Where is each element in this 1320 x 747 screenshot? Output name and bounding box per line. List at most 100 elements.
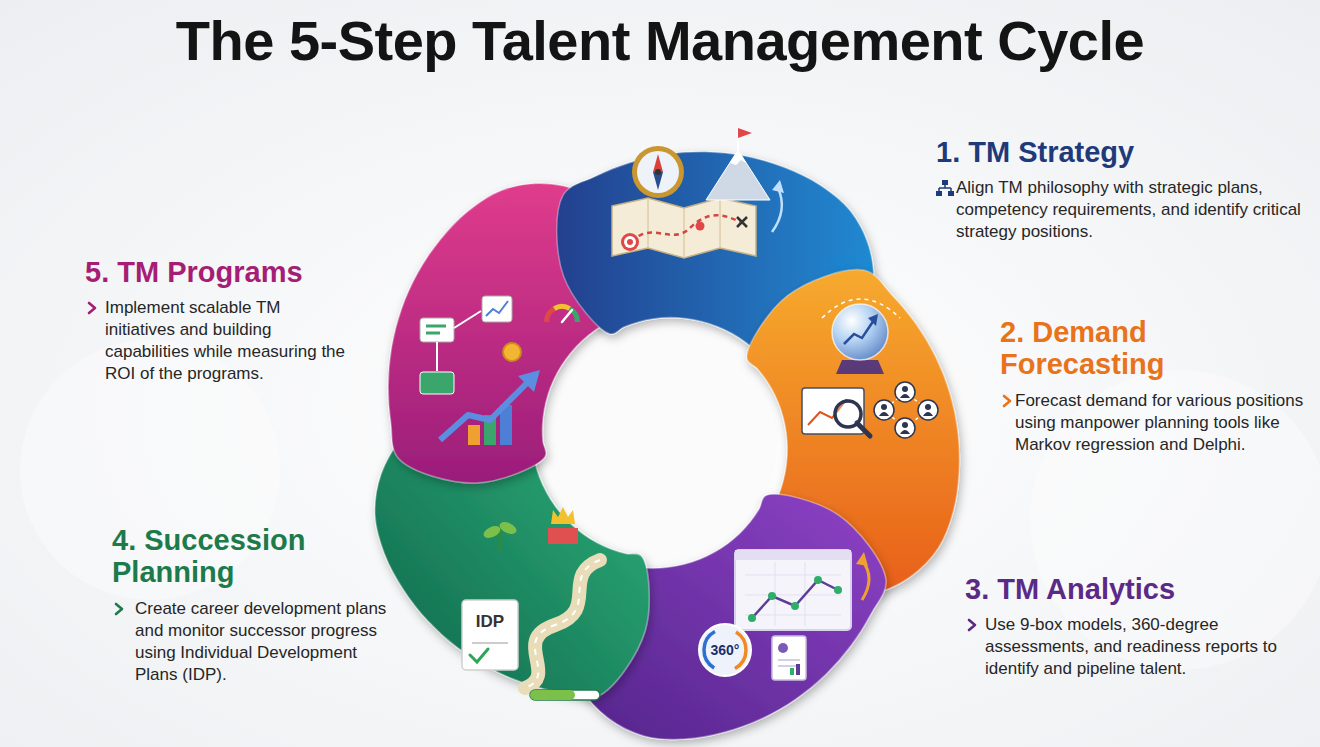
person-body	[879, 412, 889, 416]
gauge-needle	[562, 310, 572, 322]
step-block: 5. TM ProgramsImplement scalable TM init…	[85, 256, 353, 385]
flag	[738, 128, 752, 138]
crystal-ball	[832, 304, 888, 360]
chart-dot	[834, 586, 842, 594]
compass-face	[637, 151, 679, 193]
step-description: Create career development plans and moni…	[135, 598, 387, 686]
target	[627, 239, 633, 245]
monitor-bar	[735, 550, 851, 560]
org-box	[936, 191, 942, 196]
map	[612, 198, 756, 258]
check-mark	[470, 649, 488, 662]
flow-arrow	[436, 342, 438, 371]
mini-chart	[486, 301, 508, 316]
person-head	[925, 404, 931, 410]
arrow-head	[518, 370, 540, 392]
person-head	[881, 404, 887, 410]
ball-stand	[836, 360, 884, 374]
route	[632, 215, 740, 242]
report-doc	[772, 636, 806, 680]
gauge-arc	[553, 304, 571, 311]
step-block: 2. Demand ForecastingForecast demand for…	[1000, 316, 1308, 456]
person-badge	[918, 400, 938, 420]
step-body: Implement scalable TM initiatives and bu…	[105, 297, 353, 385]
x-mark	[737, 217, 747, 227]
chart-panel	[802, 388, 864, 434]
doc-line	[472, 642, 508, 644]
gauge-arc	[569, 306, 581, 322]
person-body	[900, 430, 910, 434]
podium	[548, 528, 578, 544]
step-block: 1. TM StrategyAlign TM philosophy with s…	[936, 136, 1306, 243]
growth-arrow	[440, 382, 528, 440]
step-body: Align TM philosophy with strategic plans…	[956, 177, 1306, 243]
step-description: Use 9-box models, 360-degree assessments…	[985, 614, 1308, 680]
strategy-illustration	[612, 128, 784, 258]
report-user	[778, 643, 788, 653]
icon-label: 360°	[711, 642, 740, 658]
grid-lines	[745, 562, 841, 626]
bullet-marker	[965, 617, 983, 633]
step-heading: 1. TM Strategy	[936, 136, 1296, 168]
bullet-marker	[85, 300, 103, 316]
chart-dot	[814, 576, 822, 584]
chart-dot	[748, 614, 756, 622]
map-pin	[696, 222, 705, 231]
coin	[503, 343, 521, 361]
flow-box	[420, 318, 454, 342]
step-heading: 3. TM Analytics	[965, 573, 1305, 605]
flow-arrow	[454, 311, 481, 328]
plant-leaf	[482, 524, 503, 541]
career-path-dash	[525, 560, 600, 688]
report-bar	[790, 668, 794, 675]
chevron	[1004, 396, 1010, 406]
map-fold	[648, 198, 720, 258]
step-block: 3. TM AnalyticsUse 9-box models, 360-deg…	[965, 573, 1308, 680]
magnifier-handle	[857, 423, 870, 436]
person-body	[923, 412, 933, 416]
gauge-arc	[544, 306, 556, 322]
chevron	[969, 620, 975, 630]
cycle-center	[546, 324, 778, 556]
step-description: Align TM philosophy with strategic plans…	[956, 177, 1306, 243]
compass-rim	[632, 146, 684, 198]
arrow-head	[868, 314, 878, 326]
bullet-marker	[936, 180, 954, 196]
compass-pivot	[655, 169, 661, 175]
person-head	[902, 422, 908, 428]
person-head	[902, 386, 908, 392]
step-body: Use 9-box models, 360-degree assessments…	[985, 614, 1308, 680]
forecast-illustration	[802, 299, 938, 438]
plant-leaf	[498, 520, 519, 537]
step-block: 4. Succession PlanningCreate career deve…	[112, 524, 387, 686]
person-badge	[895, 382, 915, 402]
target	[624, 236, 636, 248]
org-box	[948, 191, 954, 196]
flow-box	[482, 296, 512, 322]
arrow-head	[772, 180, 784, 193]
trend-line	[844, 320, 874, 344]
chart-dot	[768, 592, 776, 600]
crown	[551, 507, 575, 524]
chevron	[89, 303, 95, 313]
step-heading: 4. Succession Planning	[112, 524, 352, 589]
target	[621, 233, 639, 251]
org-box	[942, 180, 948, 185]
bullet-marker	[112, 601, 130, 617]
icon-label: IDP	[476, 612, 504, 632]
curved-arrow	[772, 188, 782, 232]
step-heading: 2. Demand Forecasting	[1000, 316, 1230, 381]
flow-box	[420, 372, 454, 394]
step-description: Implement scalable TM initiatives and bu…	[105, 297, 353, 385]
chart-line	[752, 580, 838, 618]
step-description: Forecast demand for various positions us…	[1015, 390, 1308, 456]
dashed-orbit	[822, 299, 900, 318]
idp-document	[462, 600, 518, 670]
curved-arrow	[862, 560, 869, 600]
assessment-circle	[699, 624, 751, 676]
chevron	[116, 604, 122, 614]
mountain-snow	[730, 150, 746, 165]
progress-fill	[530, 690, 575, 700]
person-badge	[895, 418, 915, 438]
step-body: Forecast demand for various positions us…	[1015, 390, 1308, 456]
